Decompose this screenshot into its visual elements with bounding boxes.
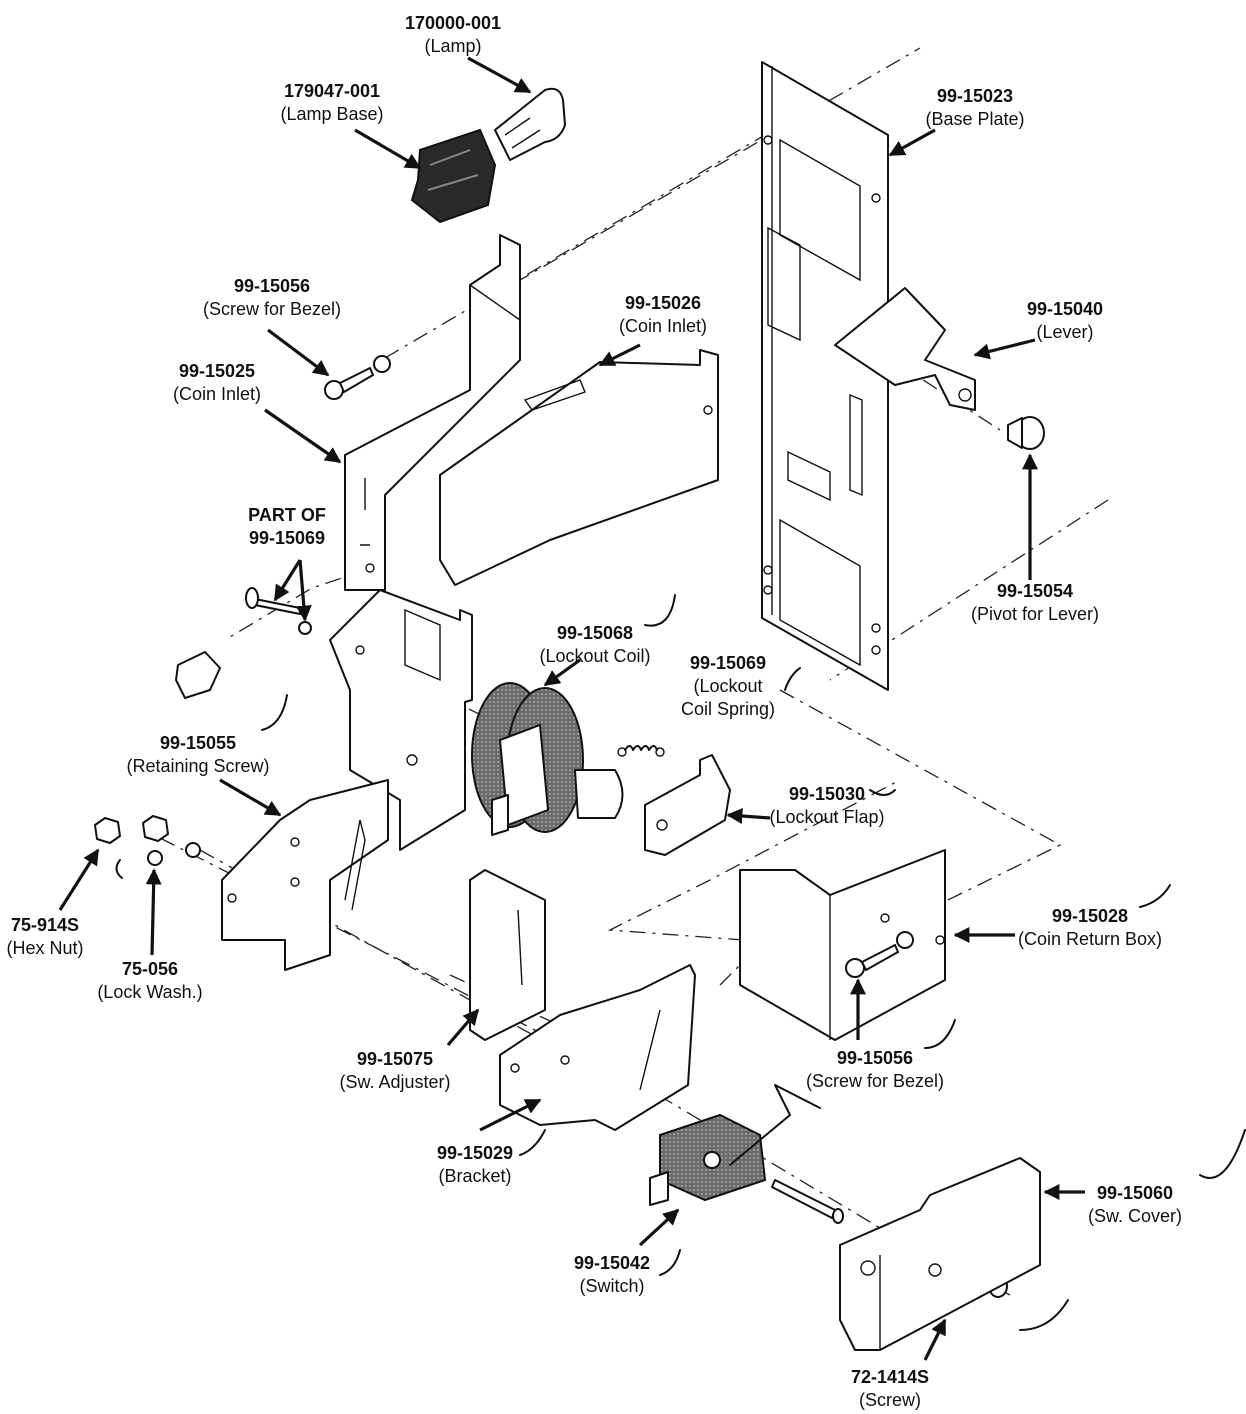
part-description: (Coin Inlet) xyxy=(172,384,262,404)
part-description: (Lock Wash.) xyxy=(97,982,203,1002)
switch-adjuster-part xyxy=(469,869,546,1041)
part-number: 99-15042 xyxy=(573,1253,651,1273)
part-number: 99-15069 xyxy=(689,653,767,673)
part-number: 75-056 xyxy=(121,959,179,979)
part-number: 99-15056 xyxy=(836,1048,914,1068)
part-number: 99-15028 xyxy=(1051,906,1129,926)
part-number: 99-15040 xyxy=(1026,299,1104,319)
callout-arrows xyxy=(58,56,1085,1361)
callout-retaining-screw: 99-15055 (Retaining Screw) xyxy=(108,732,288,778)
part-description: (Lockout Flap) xyxy=(769,807,885,827)
lamp-base-part xyxy=(410,128,497,224)
part-description: (Lockout xyxy=(693,676,763,696)
callout-lockout-spring: 99-15069 (Lockout Coil Spring) xyxy=(668,652,788,721)
callout-pivot: 99-15054 (Pivot for Lever) xyxy=(960,580,1110,626)
part-description: (Lamp) xyxy=(424,36,482,56)
part-number: 99-15060 xyxy=(1096,1183,1174,1203)
part-description: (Screw) xyxy=(859,1390,921,1410)
callout-base-plate: 99-15023 (Base Plate) xyxy=(905,85,1045,131)
part-description: (Lever) xyxy=(1036,322,1094,342)
part-number: 99-15029 xyxy=(436,1143,514,1163)
bezel-screw-lower-part xyxy=(845,931,914,978)
part-number: 99-15056 xyxy=(233,276,311,296)
callout-coin-return-box: 99-15028 (Coin Return Box) xyxy=(1005,905,1175,951)
part-number: 99-15030 xyxy=(788,784,866,804)
lamp-part xyxy=(494,87,566,161)
callout-screw: 72-1414S (Screw) xyxy=(830,1366,950,1412)
lever-part xyxy=(834,287,976,411)
part-number: 99-15026 xyxy=(624,293,702,313)
part-description: (Coin Return Box) xyxy=(1017,929,1163,949)
bezel-screw-upper-part xyxy=(324,355,391,400)
part-number: 179047-001 xyxy=(283,81,381,101)
part-number: 99-15023 xyxy=(936,86,1014,106)
part-reference: 99-15069 xyxy=(248,528,326,548)
callout-switch: 99-15042 (Switch) xyxy=(552,1252,672,1298)
callout-bracket: 99-15029 (Bracket) xyxy=(410,1142,540,1188)
part-description: (Screw for Bezel) xyxy=(805,1071,945,1091)
part-description: (Lockout Coil) xyxy=(539,646,651,666)
part-description: (Switch) xyxy=(579,1276,645,1296)
callout-part-of: PART OF 99-15069 xyxy=(232,504,342,550)
lockout-coil-part xyxy=(471,682,624,836)
switch-bracket-part xyxy=(499,964,696,1131)
callout-bezel-screw-lower: 99-15056 (Screw for Bezel) xyxy=(790,1047,960,1093)
callout-lever: 99-15040 (Lever) xyxy=(1010,298,1120,344)
lockout-flap-part xyxy=(644,754,731,856)
part-number: 99-15025 xyxy=(178,361,256,381)
part-description: (Bracket) xyxy=(438,1166,512,1186)
callout-hex-nut: 75-914S (Hex Nut) xyxy=(0,914,90,960)
part-description: (Base Plate) xyxy=(925,109,1025,129)
callout-lockout-flap: 99-15030 (Lockout Flap) xyxy=(752,783,902,829)
callout-bezel-screw-upper: 99-15056 (Screw for Bezel) xyxy=(182,275,362,321)
callout-coin-inlet-left: 99-15025 (Coin Inlet) xyxy=(152,360,282,406)
switch-cover-part xyxy=(839,1157,1041,1351)
coin-inlet-left-part xyxy=(344,234,521,591)
callout-lock-washer: 75-056 (Lock Wash.) xyxy=(80,958,220,1004)
part-description: (Sw. Adjuster) xyxy=(339,1072,451,1092)
part-description: (Retaining Screw) xyxy=(126,756,270,776)
part-number: 170000-001 xyxy=(404,13,502,33)
callout-switch-cover: 99-15060 (Sw. Cover) xyxy=(1070,1182,1200,1228)
main-frame-part xyxy=(329,589,473,851)
coin-return-box-part xyxy=(739,849,946,1041)
lockout-fasteners-part xyxy=(175,587,312,699)
hex-nut-washer-part xyxy=(94,815,201,866)
part-description: (Coin Inlet) xyxy=(618,316,708,336)
part-number: PART OF xyxy=(248,505,326,525)
micro-switch-part xyxy=(649,1084,821,1206)
callout-lockout-coil: 99-15068 (Lockout Coil) xyxy=(525,622,665,668)
part-description: (Lamp Base) xyxy=(280,104,384,124)
coin-inlet-right-part xyxy=(439,349,719,586)
pivot-part xyxy=(1007,416,1045,450)
callout-lamp: 170000-001 (Lamp) xyxy=(388,12,518,58)
part-number: 99-15055 xyxy=(159,733,237,753)
part-number: 99-15068 xyxy=(556,623,634,643)
callout-coin-inlet-right: 99-15026 (Coin Inlet) xyxy=(598,292,728,338)
lockout-spring-part xyxy=(617,745,665,757)
base-plate-part xyxy=(761,61,889,691)
retaining-plate-part xyxy=(221,779,389,971)
part-number: 75-914S xyxy=(10,915,80,935)
part-description: (Screw for Bezel) xyxy=(202,299,342,319)
callout-switch-adjuster: 99-15075 (Sw. Adjuster) xyxy=(325,1048,465,1094)
handwritten-check-marks xyxy=(115,594,1246,1331)
part-number: 99-15075 xyxy=(356,1049,434,1069)
part-description: (Hex Nut) xyxy=(6,938,84,958)
part-description: (Pivot for Lever) xyxy=(970,604,1100,624)
callout-lamp-base: 179047-001 (Lamp Base) xyxy=(262,80,402,126)
part-description: (Sw. Cover) xyxy=(1087,1206,1183,1226)
part-number: 99-15054 xyxy=(996,581,1074,601)
part-number: 72-1414S xyxy=(850,1367,930,1387)
part-description-cont: Coil Spring) xyxy=(680,699,776,719)
